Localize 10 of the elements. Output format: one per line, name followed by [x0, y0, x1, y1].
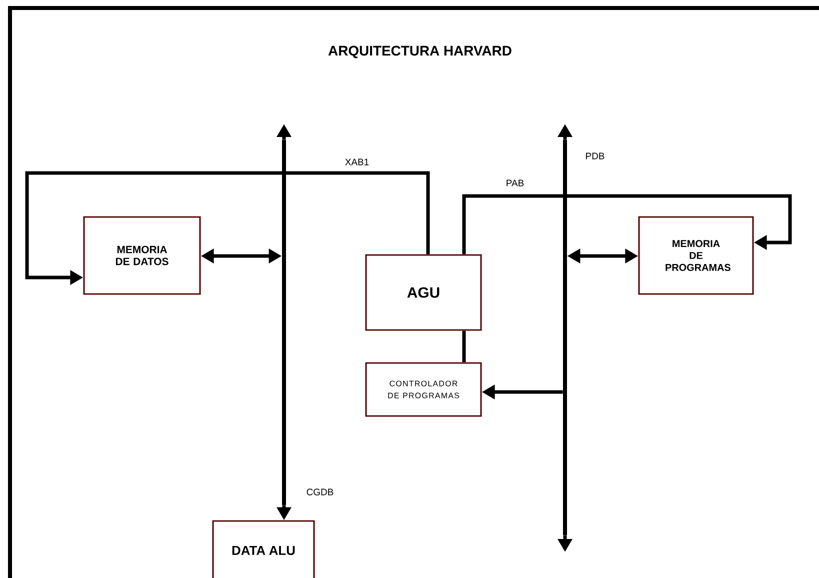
bus-label: PDB: [586, 152, 604, 160]
edge-label: PAB: [504, 178, 526, 188]
title: ARQUITECTURA HARVARD: [328, 46, 512, 58]
alu-box: DATA ALU: [212, 520, 315, 578]
bus-label: CGDB: [306, 488, 334, 496]
edge-label: XAB1: [344, 158, 370, 166]
memory-box: MEMORIA DE PROGRAMAS: [638, 216, 754, 295]
arrow: [462, 194, 792, 254]
unit-box: AGU: [365, 254, 482, 331]
memory-box: MEMORIA DE DATOS: [83, 216, 201, 295]
